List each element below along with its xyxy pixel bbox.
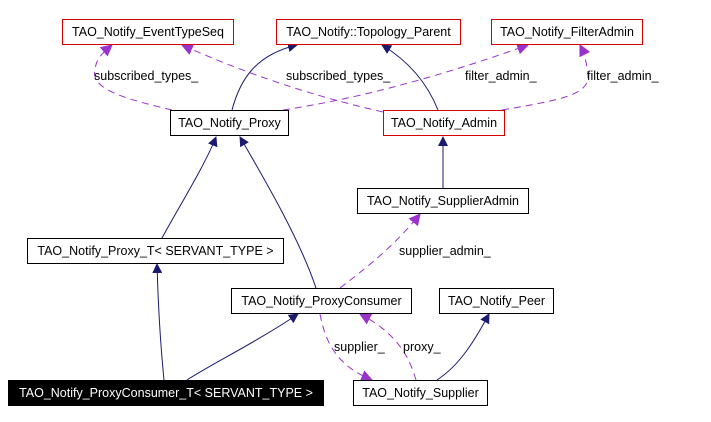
edge-inheritance-proxy-to-topology-parent [231,42,298,111]
edge-usage-admin-to-filter-admin [501,43,591,111]
edge-label-subscribed-types-admin: subscribed_types_ [286,69,391,83]
edge-usage-admin-to-event-type-seq [180,43,384,113]
class-node-event-type-seq[interactable]: TAO_Notify_EventTypeSeq [62,19,234,45]
edge-usage-supplier-to-proxy-consumer [358,313,417,381]
edge-inheritance-admin-to-topology-parent [381,44,439,111]
edge-usage-proxy-to-filter-admin [282,42,530,111]
edge-inheritance-proxy-consumer-to-proxy [239,136,317,289]
edge-label-filter-admin-admin: filter_admin_ [587,69,659,83]
class-node-admin[interactable]: TAO_Notify_Admin [383,110,505,136]
edge-label-subscribed-types-proxy: subscribed_types_ [94,69,199,83]
edge-inheritance-proxy-t-to-proxy [161,136,218,239]
edge-usage-proxy-to-event-type-seq [94,44,173,111]
edge-label-supplier-admin: supplier_admin_ [399,244,491,258]
class-node-proxy-t[interactable]: TAO_Notify_Proxy_T< SERVANT_TYPE > [27,238,284,264]
edge-inheritance-supplier-to-peer [436,313,490,381]
edge-inheritance-proxy-consumer-t-to-proxy-t [152,263,165,381]
class-node-peer[interactable]: TAO_Notify_Peer [439,288,554,314]
edge-usage-proxy-consumer-to-supplier [319,313,374,382]
class-node-supplier-admin[interactable]: TAO_Notify_SupplierAdmin [357,188,529,214]
edge-label-proxy: proxy_ [403,340,441,354]
class-node-proxy-consumer-t-current: TAO_Notify_ProxyConsumer_T< SERVANT_TYPE… [8,380,324,406]
class-node-topology-parent[interactable]: TAO_Notify::Topology_Parent [276,19,461,45]
edge-label-filter-admin-proxy: filter_admin_ [465,69,537,83]
edge-inheritance-proxy-consumer-t-to-proxy-consumer [186,313,299,381]
class-node-supplier[interactable]: TAO_Notify_Supplier [353,380,488,406]
edge-usage-proxy-consumer-to-supplier-admin [339,213,421,289]
class-node-proxy[interactable]: TAO_Notify_Proxy [170,110,289,136]
class-node-proxy-consumer[interactable]: TAO_Notify_ProxyConsumer [231,288,412,314]
class-node-filter-admin[interactable]: TAO_Notify_FilterAdmin [491,19,643,45]
edge-label-supplier: supplier_ [334,340,385,354]
